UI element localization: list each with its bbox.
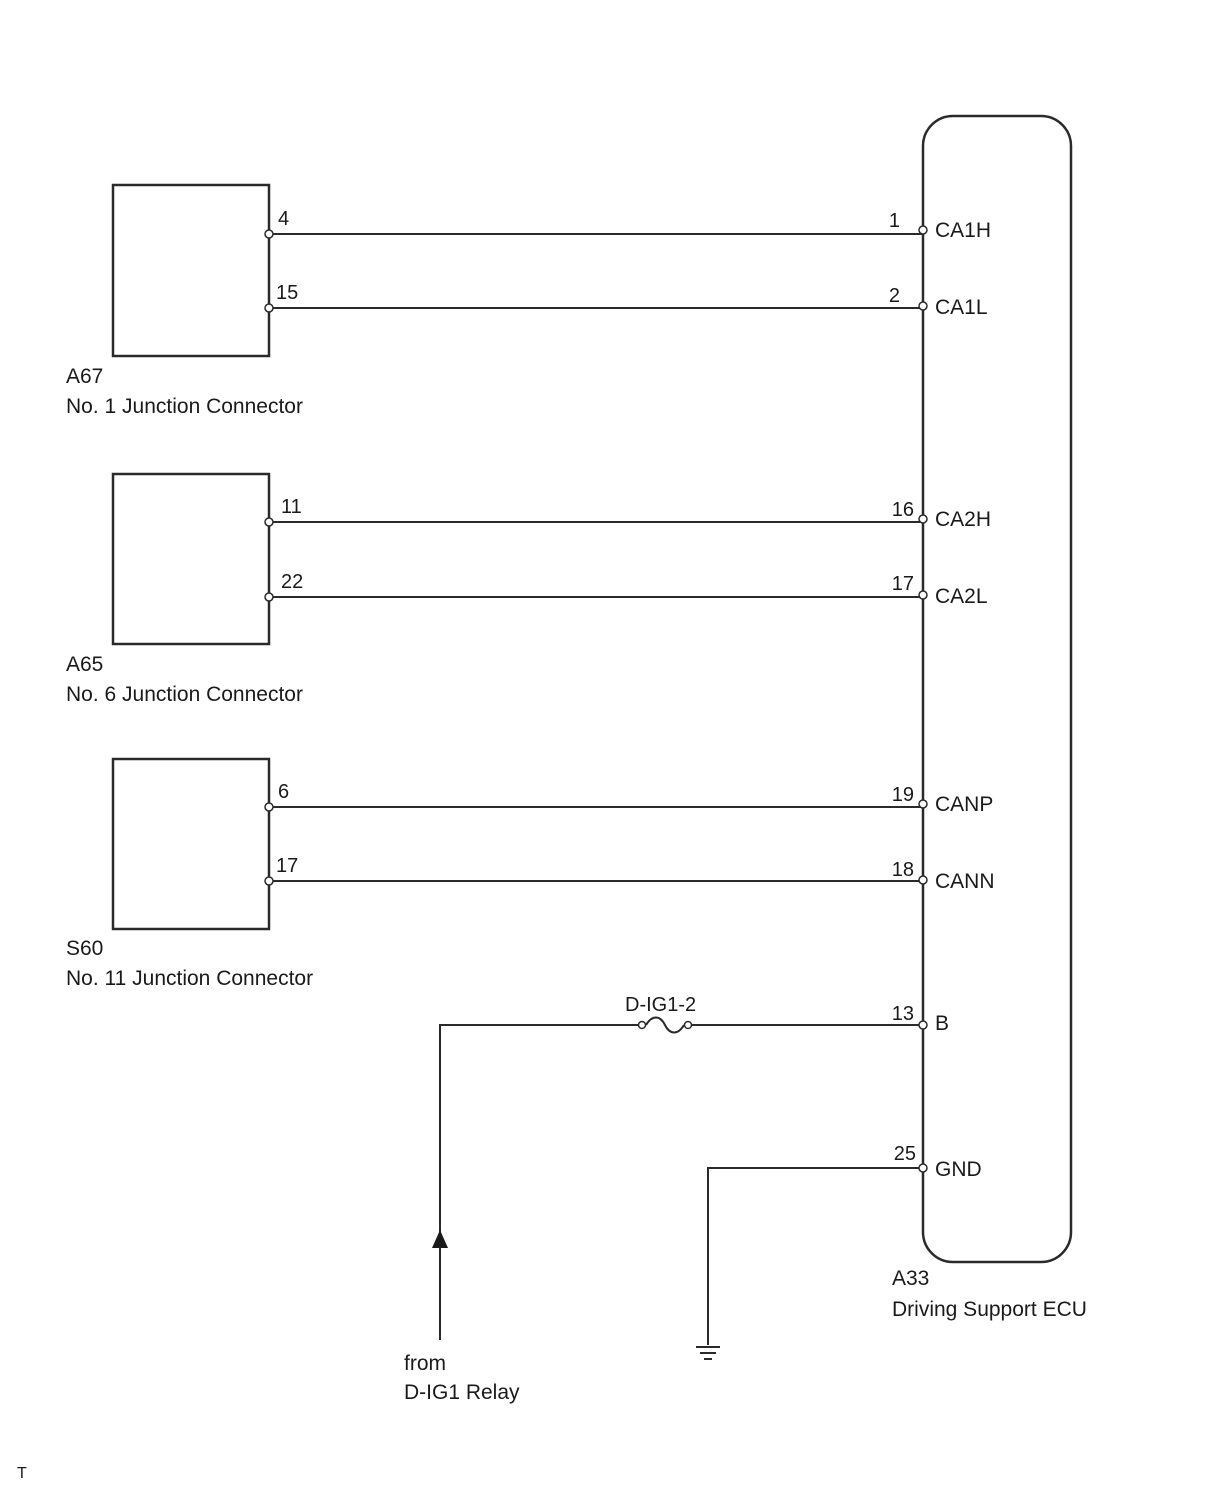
terminal-a67-bottom [264,303,274,313]
pin-a67-bottom: 15 [276,282,298,304]
ecu-pin-num: 13 [892,1003,914,1025]
ecu-terminal-cann [918,875,928,885]
ecu-signal-label: GND [935,1158,982,1181]
terminal-a65-bottom [264,592,274,602]
ecu-terminal-ca1h [918,225,928,235]
ecu-pin-num: 2 [889,285,900,307]
ecu-pin-num: 17 [892,573,914,595]
ecu-pin-num: 1 [889,210,900,232]
ecu-code: A33 [892,1267,929,1290]
terminal-s60-bottom [264,876,274,886]
ecu-body [921,114,1073,1264]
ecu-pin-num: 16 [892,499,914,521]
connector-a67-body [111,183,271,358]
connector-s60-name: No. 11 Junction Connector [66,967,313,990]
ecu-pin-num: 25 [894,1143,916,1165]
terminal-a67-top [264,229,274,239]
connector-s60-code: S60 [66,937,103,960]
terminal-s60-top [264,802,274,812]
source-line-1: from [404,1352,446,1375]
fuse-terminal-left [637,1020,647,1030]
fuse-terminal-right [683,1020,693,1030]
ecu-signal-label: CANP [935,793,993,816]
fuse-label: D-IG1-2 [625,994,696,1016]
pin-a65-top: 11 [281,496,302,518]
ecu-pin-num: 18 [892,859,914,881]
fuse-icon [645,1016,685,1034]
pin-s60-top: 6 [278,781,289,803]
connector-a65-name: No. 6 Junction Connector [66,683,303,706]
ecu-signal-label: B [935,1012,949,1035]
connector-a67-name: No. 1 Junction Connector [66,395,303,418]
ground-icon [696,1346,720,1360]
ecu-terminal-ca1l [918,301,928,311]
connector-a65-code: A65 [66,653,103,676]
ecu-terminal-canp [918,799,928,809]
corner-mark: T [17,1465,27,1482]
pin-a67-top: 4 [278,208,289,230]
source-line-2: D-IG1 Relay [404,1381,520,1404]
ecu-pin-num: 19 [892,784,914,806]
terminal-a65-top [264,517,274,527]
ecu-terminal-b [918,1020,928,1030]
ecu-signal-label: CA2L [935,585,988,608]
wire-power-feed [439,1024,640,1340]
ecu-name: Driving Support ECU [892,1298,1087,1321]
arrow-up-icon [432,1230,448,1248]
ecu-signal-label: CA2H [935,508,991,531]
pin-s60-bottom: 17 [276,855,298,877]
ecu-signal-label: CANN [935,870,995,893]
wire-ground [707,1167,923,1345]
ecu-signal-label: CA1L [935,296,988,319]
ecu-terminal-gnd [918,1163,928,1173]
ecu-terminal-ca2l [918,590,928,600]
ecu-terminal-ca2h [918,514,928,524]
connector-a65-body [111,472,271,646]
ecu-signal-label: CA1H [935,219,991,242]
connector-s60-body [111,757,271,931]
pin-a65-bottom: 22 [281,571,303,593]
connector-a67-code: A67 [66,365,103,388]
